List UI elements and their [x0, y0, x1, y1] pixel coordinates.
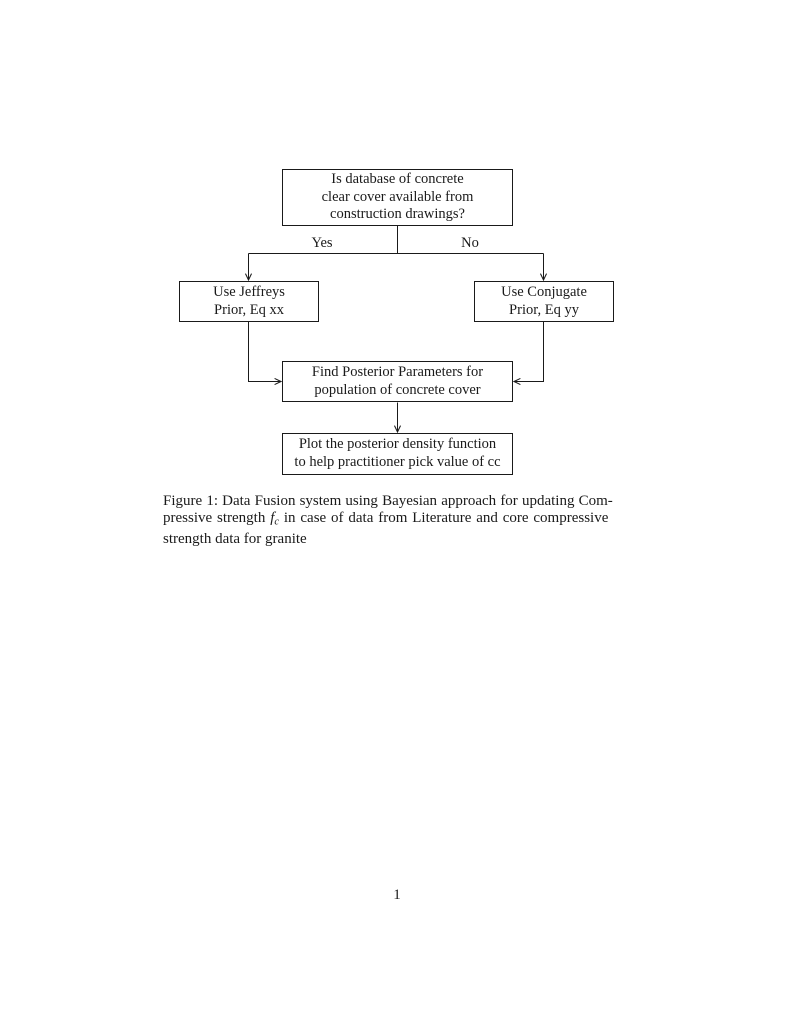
node-find-posterior-parameters: Find Posterior Parameters for population…: [282, 361, 513, 402]
branch-label-yes: Yes: [311, 235, 333, 251]
node-conjugate-prior: Use Conjugate Prior, Eq yy: [474, 281, 614, 322]
figure-caption: Figure 1: Data Fusion system using Bayes…: [163, 493, 635, 549]
node-jeffreys-prior: Use Jeffreys Prior, Eq xx: [179, 281, 319, 322]
edge-jeffreys-to-posterior: [248, 322, 282, 382]
edge-conjugate-to-posterior: [514, 322, 544, 382]
caption-line-3: strength data for granite: [163, 531, 307, 548]
node-plot-posterior-density: Plot the posterior density function to h…: [282, 433, 513, 475]
page-number: 1: [393, 887, 401, 903]
caption-line-2: pressive strength fc in case of data fro…: [163, 510, 635, 531]
math-fc-symbol: f: [270, 510, 275, 527]
branch-label-no: No: [461, 235, 479, 251]
caption-line-2-post: in case of data from Literature and core…: [279, 510, 609, 527]
edge-decision-split: [248, 226, 544, 254]
math-fc-subscript: c: [274, 516, 280, 528]
node-decision-database-available: Is database of concrete clear cover avai…: [282, 169, 513, 226]
caption-line-1: Figure 1: Data Fusion system using Bayes…: [163, 493, 613, 509]
caption-line-2-pre: pressive strength: [163, 510, 271, 527]
